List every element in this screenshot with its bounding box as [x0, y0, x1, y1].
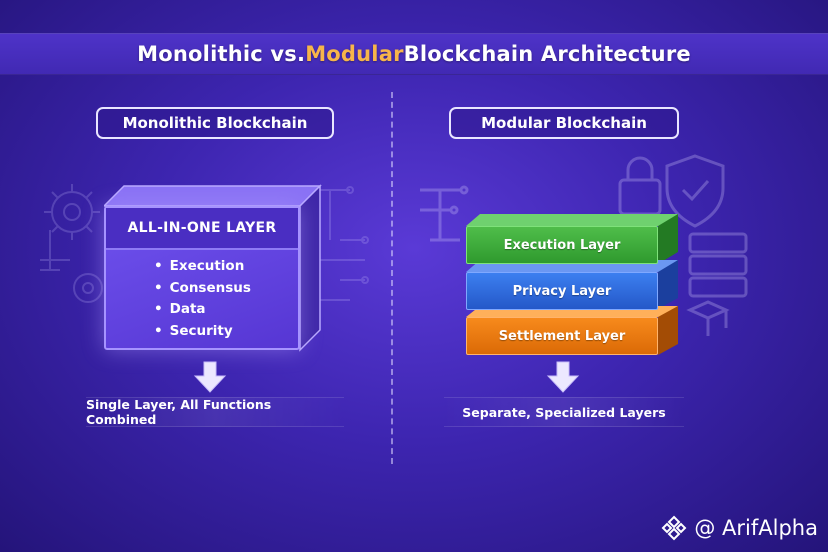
all-in-one-layer-block: ALL-IN-ONE LAYER Execution Consensus Dat…: [104, 206, 300, 350]
down-arrow-icon: [193, 361, 227, 393]
monolithic-heading: Monolithic Blockchain: [96, 107, 334, 139]
function-list: Execution Consensus Data Security: [154, 256, 251, 342]
down-arrow-icon: [546, 361, 580, 393]
settlement-layer: Settlement Layer: [466, 317, 658, 355]
execution-layer-label: Execution Layer: [503, 237, 621, 253]
privacy-layer: Privacy Layer: [466, 272, 658, 310]
title-accent: Modular: [305, 42, 404, 66]
watermark-text: @ ArifAlpha: [694, 516, 818, 540]
list-item: Security: [154, 321, 251, 343]
monolithic-caption: Single Layer, All Functions Combined: [86, 397, 344, 427]
settlement-layer-label: Settlement Layer: [498, 328, 626, 344]
monolithic-caption-text: Single Layer, All Functions Combined: [86, 397, 272, 427]
watermark: @ ArifAlpha: [660, 514, 818, 542]
list-item: Execution: [154, 256, 251, 278]
modular-caption: Separate, Specialized Layers: [444, 397, 684, 427]
lock-shield-server-icon: [420, 154, 748, 336]
block-3d-faces: [104, 184, 322, 352]
title-part1: Monolithic vs.: [137, 42, 306, 66]
binance-logo-icon: [661, 515, 687, 541]
modular-heading-text: Modular Blockchain: [481, 114, 647, 132]
title-part2: Blockchain Architecture: [403, 42, 691, 66]
execution-layer: Execution Layer: [466, 226, 658, 264]
center-divider: [391, 92, 393, 464]
monolithic-heading-text: Monolithic Blockchain: [122, 114, 308, 132]
circuit-gear-icon: [40, 184, 369, 303]
modular-heading: Modular Blockchain: [449, 107, 679, 139]
list-item: Consensus: [154, 278, 251, 300]
modular-caption-text: Separate, Specialized Layers: [462, 404, 666, 420]
block-title: ALL-IN-ONE LAYER: [106, 208, 298, 250]
privacy-layer-label: Privacy Layer: [512, 283, 612, 299]
list-item: Data: [154, 299, 251, 321]
page-title: Monolithic vs. Modular Blockchain Archit…: [0, 33, 828, 75]
